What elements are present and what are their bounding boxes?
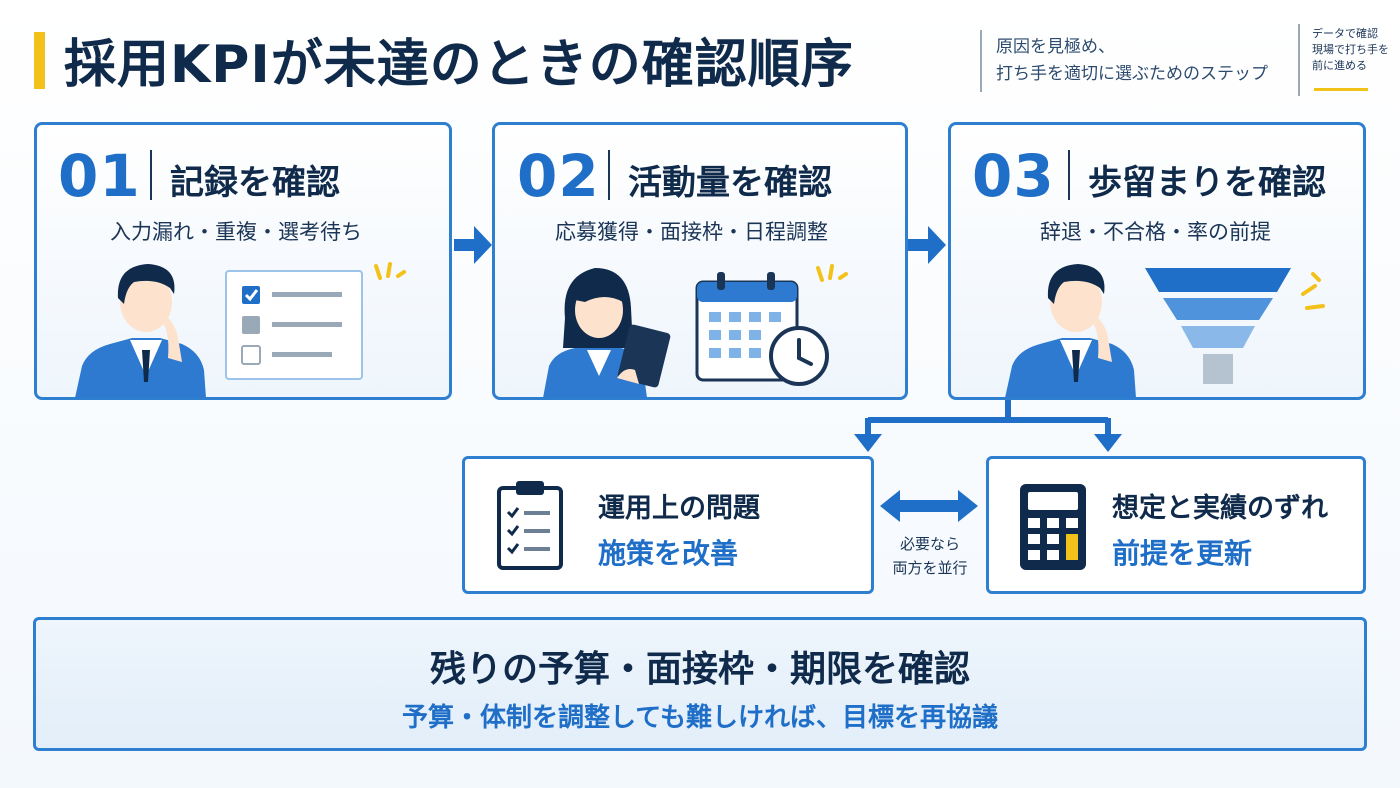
final-title: 残りの予算・面接枠・期限を確認 [429,649,970,690]
step-items-1: 入力漏れ・重複・選考待ち [110,220,362,244]
step-title-3: 歩留まりを確認 [1088,163,1326,203]
final-subtitle: 予算・体制を調整しても難しければ、目標を再協議 [402,703,998,733]
calculator-icon [1020,484,1086,570]
step-title-2: 活動量を確認 [628,163,832,203]
header-note: データで確認 現場で打ち手を 前に進める [1312,26,1389,74]
note-line-1: データで確認 [1312,27,1378,40]
step-divider-3 [1068,150,1070,200]
double-arrow-icon [880,490,978,522]
header-divider-2 [1298,24,1300,96]
page-title: 採用KPIが未達のときの確認順序 [64,35,854,95]
note-underline [1314,88,1368,91]
sparkle-icon [374,262,406,280]
funnel-icon [1145,268,1291,384]
note-line-3: 前に進める [1312,59,1367,72]
subtitle-line-1: 原因を見極め、 [996,37,1115,57]
step-items-2: 応募獲得・面接枠・日程調整 [555,220,828,244]
branch-title-assumptions: 想定と実績のずれ [1112,493,1328,524]
sparkle-icon-3 [1301,272,1325,310]
title-accent-bar [34,32,45,89]
note-line-2: 現場で打ち手を [1312,43,1389,56]
branch-card-assumptions [986,456,1366,594]
step-divider-1 [150,150,152,200]
step-number-2: 02 [517,142,600,210]
branch-title-operations: 運用上の問題 [598,493,760,524]
arrow-right-icon-2 [908,226,946,264]
branch-action-assumptions: 前提を更新 [1112,537,1253,570]
step-card-3 [948,122,1366,400]
step-title-1: 記録を確認 [170,163,340,203]
page-subtitle: 原因を見極め、 打ち手を適切に選ぶためのステップ [996,34,1268,88]
branch-note-line-2: 両方を並行 [892,559,968,577]
checklist-form-lines [241,286,342,365]
thinking-man-illustration [75,264,206,398]
header-divider [980,30,982,92]
branch-action-operations: 施策を改善 [598,537,739,570]
final-check-card [33,617,1367,751]
branch-note-line-1: 必要なら [899,535,960,553]
woman-with-tablet-illustration [543,268,671,398]
step-divider-2 [608,150,610,200]
branch-connector [854,400,1122,452]
sparkle-icon-2 [816,264,848,282]
thinking-man-illustration-2 [1005,264,1136,398]
branch-note: 必要なら 両方を並行 [880,532,980,580]
step-number-3: 03 [972,142,1055,210]
step-items-3: 辞退・不合格・率の前提 [1040,220,1271,244]
step-number-1: 01 [58,142,141,210]
calendar-clock-icon [695,272,829,386]
clipboard-checklist-icon [497,481,563,570]
subtitle-line-2: 打ち手を適切に選ぶためのステップ [996,64,1268,84]
arrow-right-icon-1 [454,226,492,264]
